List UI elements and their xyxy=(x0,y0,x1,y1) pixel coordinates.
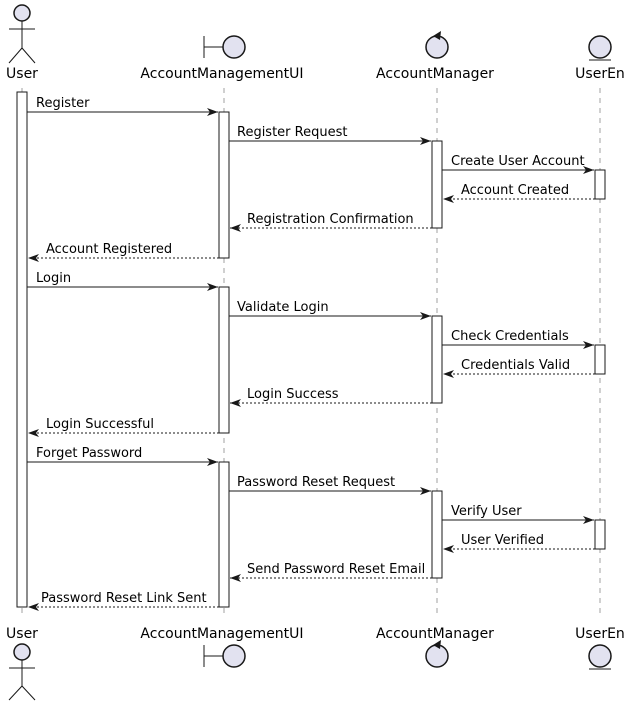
participant-user-top: User xyxy=(6,4,38,82)
svg-text:User Verified: User Verified xyxy=(461,533,544,548)
participant-user-bottom: User xyxy=(6,626,38,701)
activation-entity-reset xyxy=(594,519,606,550)
activation-ui-login xyxy=(218,286,230,434)
activation-manager-register xyxy=(431,140,443,229)
svg-text:Send Password Reset Email: Send Password Reset Email xyxy=(247,562,425,577)
message-credentials-valid: Credentials Valid xyxy=(443,358,595,378)
message-register: Register xyxy=(27,96,218,116)
control-icon xyxy=(425,640,449,668)
message-register-request: Register Request xyxy=(229,125,431,145)
participant-label: UserEn xyxy=(575,626,625,642)
participant-useren-bottom: UserEn xyxy=(575,626,625,670)
message-check-credentials: Check Credentials xyxy=(442,329,594,349)
activation-user xyxy=(16,91,28,608)
message-login: Login xyxy=(27,271,218,291)
svg-text:Create User Account: Create User Account xyxy=(451,154,585,169)
message-forget-password: Forget Password xyxy=(27,446,218,466)
message-account-created: Account Created xyxy=(443,183,595,203)
boundary-icon xyxy=(203,644,246,668)
participant-label: User xyxy=(6,626,38,642)
message-send-password-reset-email: Send Password Reset Email xyxy=(230,562,432,582)
boundary-icon xyxy=(203,35,246,59)
svg-text:Password Reset Request: Password Reset Request xyxy=(237,475,395,490)
svg-text:Credentials Valid: Credentials Valid xyxy=(461,358,570,373)
message-password-reset-request: Password Reset Request xyxy=(229,475,431,495)
message-arrows: Register Register Request Create User Ac… xyxy=(27,96,595,611)
svg-text:Login: Login xyxy=(36,271,71,286)
entity-icon xyxy=(588,35,612,61)
control-icon xyxy=(425,31,449,59)
svg-text:Register Request: Register Request xyxy=(237,125,347,140)
message-verify-user: Verify User xyxy=(442,504,594,524)
message-password-reset-link-sent: Password Reset Link Sent xyxy=(28,591,219,611)
svg-text:Verify User: Verify User xyxy=(451,504,522,519)
participant-label: AccountManagementUI xyxy=(140,66,303,82)
participant-label: AccountManager xyxy=(376,66,494,82)
svg-text:Password Reset Link Sent: Password Reset Link Sent xyxy=(41,591,207,606)
activation-manager-login xyxy=(431,315,443,404)
message-validate-login: Validate Login xyxy=(229,300,431,320)
message-registration-confirmation: Registration Confirmation xyxy=(230,212,432,232)
svg-text:Account Registered: Account Registered xyxy=(46,242,172,257)
participant-label: UserEn xyxy=(575,66,625,82)
participant-label: AccountManager xyxy=(376,626,494,642)
svg-text:Check Credentials: Check Credentials xyxy=(451,329,569,344)
activation-ui-reset xyxy=(218,461,230,608)
svg-text:Validate Login: Validate Login xyxy=(237,300,329,315)
participant-accountmanagementui-top: AccountManagementUI xyxy=(140,35,304,82)
entity-icon xyxy=(588,644,612,670)
svg-text:Register: Register xyxy=(36,96,90,111)
participant-accountmanager-bottom: AccountManager xyxy=(376,626,494,668)
actor-icon xyxy=(8,4,36,64)
svg-text:Login Successful: Login Successful xyxy=(46,417,154,432)
message-login-successful: Login Successful xyxy=(28,417,219,437)
activation-entity-register xyxy=(594,169,606,200)
participant-label: User xyxy=(6,66,38,82)
svg-text:Forget Password: Forget Password xyxy=(36,446,142,461)
activation-entity-login xyxy=(594,344,606,375)
svg-text:Login Success: Login Success xyxy=(247,387,339,402)
svg-text:Registration Confirmation: Registration Confirmation xyxy=(247,212,414,227)
activation-bars xyxy=(16,91,606,608)
message-login-success: Login Success xyxy=(230,387,432,407)
actor-icon xyxy=(8,643,36,701)
message-create-user-account: Create User Account xyxy=(442,154,594,174)
participant-accountmanagementui-bottom: AccountManagementUI xyxy=(140,626,304,668)
activation-manager-reset xyxy=(431,490,443,579)
participant-accountmanager-top: AccountManager xyxy=(376,31,494,82)
svg-text:Account Created: Account Created xyxy=(461,183,569,198)
activation-ui-register xyxy=(218,111,230,259)
message-account-registered: Account Registered xyxy=(28,242,219,262)
participant-useren-top: UserEn xyxy=(575,35,625,82)
message-user-verified: User Verified xyxy=(443,533,595,553)
participant-label: AccountManagementUI xyxy=(140,626,303,642)
